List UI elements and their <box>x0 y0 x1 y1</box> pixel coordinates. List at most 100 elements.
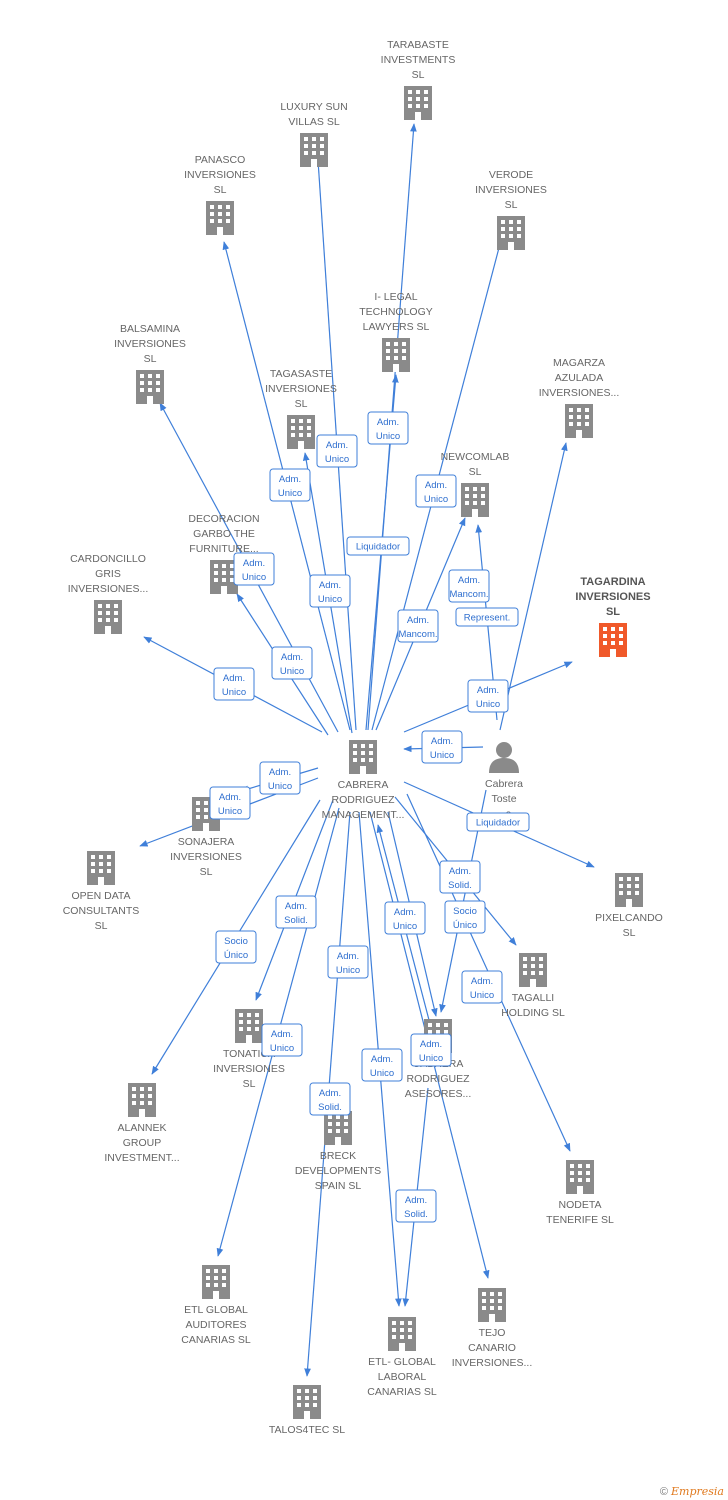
edge-label[interactable]: Adm.Unico <box>410 1033 452 1067</box>
edge-label[interactable]: Adm.Unico <box>259 761 301 795</box>
edge-label-box <box>466 812 530 832</box>
node-label: SL <box>95 920 108 932</box>
node-label: MANAGEMENT... <box>322 809 405 821</box>
edge-label[interactable]: Adm.Solid. <box>395 1189 437 1223</box>
edge-label-text: Mancom. <box>449 589 488 600</box>
edge-label-box <box>421 730 463 764</box>
node-alannek[interactable]: ALANNEKGROUPINVESTMENT... <box>104 1083 180 1164</box>
edge-label[interactable]: Liquidador <box>346 536 410 556</box>
edge-label[interactable]: Adm. Unico <box>269 468 311 502</box>
edge-label-text: Unico <box>278 488 302 499</box>
node-label: INVERSIONES... <box>452 1357 533 1369</box>
edge-label[interactable]: Adm.Unico <box>361 1048 403 1082</box>
brand-logo[interactable]: Empresia <box>671 1485 724 1498</box>
node-label: PIXELCANDO <box>595 912 663 924</box>
edge-label[interactable]: Adm.Unico <box>467 679 509 713</box>
edge-label-box <box>316 434 358 468</box>
edge-label-box <box>259 761 301 795</box>
node-label: AUDITORES <box>185 1319 246 1331</box>
edge-label[interactable]: Adm.Solid. <box>275 895 317 929</box>
edge-label[interactable]: Represent. <box>455 607 519 627</box>
edge-label-text: Unico <box>270 1043 294 1054</box>
node-cardoncillo[interactable]: CARDONCILLOGRISINVERSIONES... <box>68 553 149 634</box>
node-label: INVERSIONES... <box>539 387 620 399</box>
edge-label-text: Adm. <box>458 575 480 586</box>
edge-label[interactable]: Adm.Unico <box>367 411 409 445</box>
edge-label[interactable]: Adm.Unico <box>384 901 426 935</box>
node-label: SL <box>623 927 636 939</box>
edge-label[interactable]: Adm.Unico <box>421 730 463 764</box>
edge-label-box <box>395 1189 437 1223</box>
edge-label-box <box>448 569 490 603</box>
edge-label-text: Adm. <box>405 1195 427 1206</box>
node-pixelcando[interactable]: PIXELCANDO SL <box>595 873 663 939</box>
node-label: CANARIO <box>468 1342 516 1354</box>
node-label: GARBO THE <box>193 528 255 540</box>
node-cabrera_rm[interactable]: CABRERARODRIGUEZMANAGEMENT... <box>322 740 405 821</box>
edge-label[interactable]: Adm.Unico <box>309 574 351 608</box>
edge-label[interactable]: Adm. Unico <box>261 1023 303 1057</box>
edge-label-text: Unico <box>218 806 242 817</box>
edge-label[interactable]: Adm.Unico <box>209 786 251 820</box>
building-icon <box>599 623 627 657</box>
edge-label[interactable]: Adm.Mancom. <box>397 609 439 643</box>
node-magarza[interactable]: MAGARZAAZULADAINVERSIONES... <box>539 357 620 438</box>
node-talos[interactable]: TALOS4TEC SL <box>269 1385 345 1436</box>
node-label: INVERSIONES <box>184 169 256 181</box>
node-label: CONSULTANTS <box>63 905 140 917</box>
node-label: PANASCO <box>195 154 246 166</box>
edge-label[interactable]: Adm.Unico <box>316 434 358 468</box>
edge-label[interactable]: Liquidador <box>466 812 530 832</box>
node-label: BALSAMINA <box>120 323 180 335</box>
edge-label[interactable]: Adm.Unico <box>213 667 255 701</box>
edge-label-text: Adm. <box>326 440 348 451</box>
edge-label[interactable]: Adm.Unico <box>271 646 313 680</box>
building-icon <box>615 873 643 907</box>
edge-label-text: Adm. <box>271 1029 293 1040</box>
edge-label[interactable]: Adm.Unico <box>461 970 503 1004</box>
edge-label-text: Mancom. <box>398 629 437 640</box>
node-label: CANARIAS SL <box>181 1334 251 1346</box>
edge-label[interactable]: Adm.Solid. <box>439 860 481 894</box>
edge-label[interactable]: Adm.Solid. <box>309 1082 351 1116</box>
edge-label-text: Adm. <box>279 474 301 485</box>
edge-label[interactable]: Adm.Unico <box>415 474 457 508</box>
node-label: TAGALLI <box>512 992 554 1004</box>
edge-label[interactable]: Adm. Mancom. <box>448 569 490 603</box>
node-label: INVERSIONES <box>265 383 337 395</box>
node-label: INVERSIONES... <box>68 583 149 595</box>
edge-label-text: Adm. <box>371 1054 393 1065</box>
building-icon <box>300 133 328 167</box>
building-icon <box>206 201 234 235</box>
node-label: LAWYERS SL <box>363 321 430 333</box>
edge-label[interactable]: Adm.Unico <box>233 552 275 586</box>
node-label: Toste <box>491 793 516 805</box>
edge-label-box <box>275 895 317 929</box>
edge-label[interactable]: Adm.Unico <box>327 945 369 979</box>
edge-label-text: Unico <box>424 494 448 505</box>
edge-label-box <box>209 786 251 820</box>
node-tejo[interactable]: TEJOCANARIOINVERSIONES... <box>452 1288 533 1369</box>
edge-label-box <box>361 1048 403 1082</box>
